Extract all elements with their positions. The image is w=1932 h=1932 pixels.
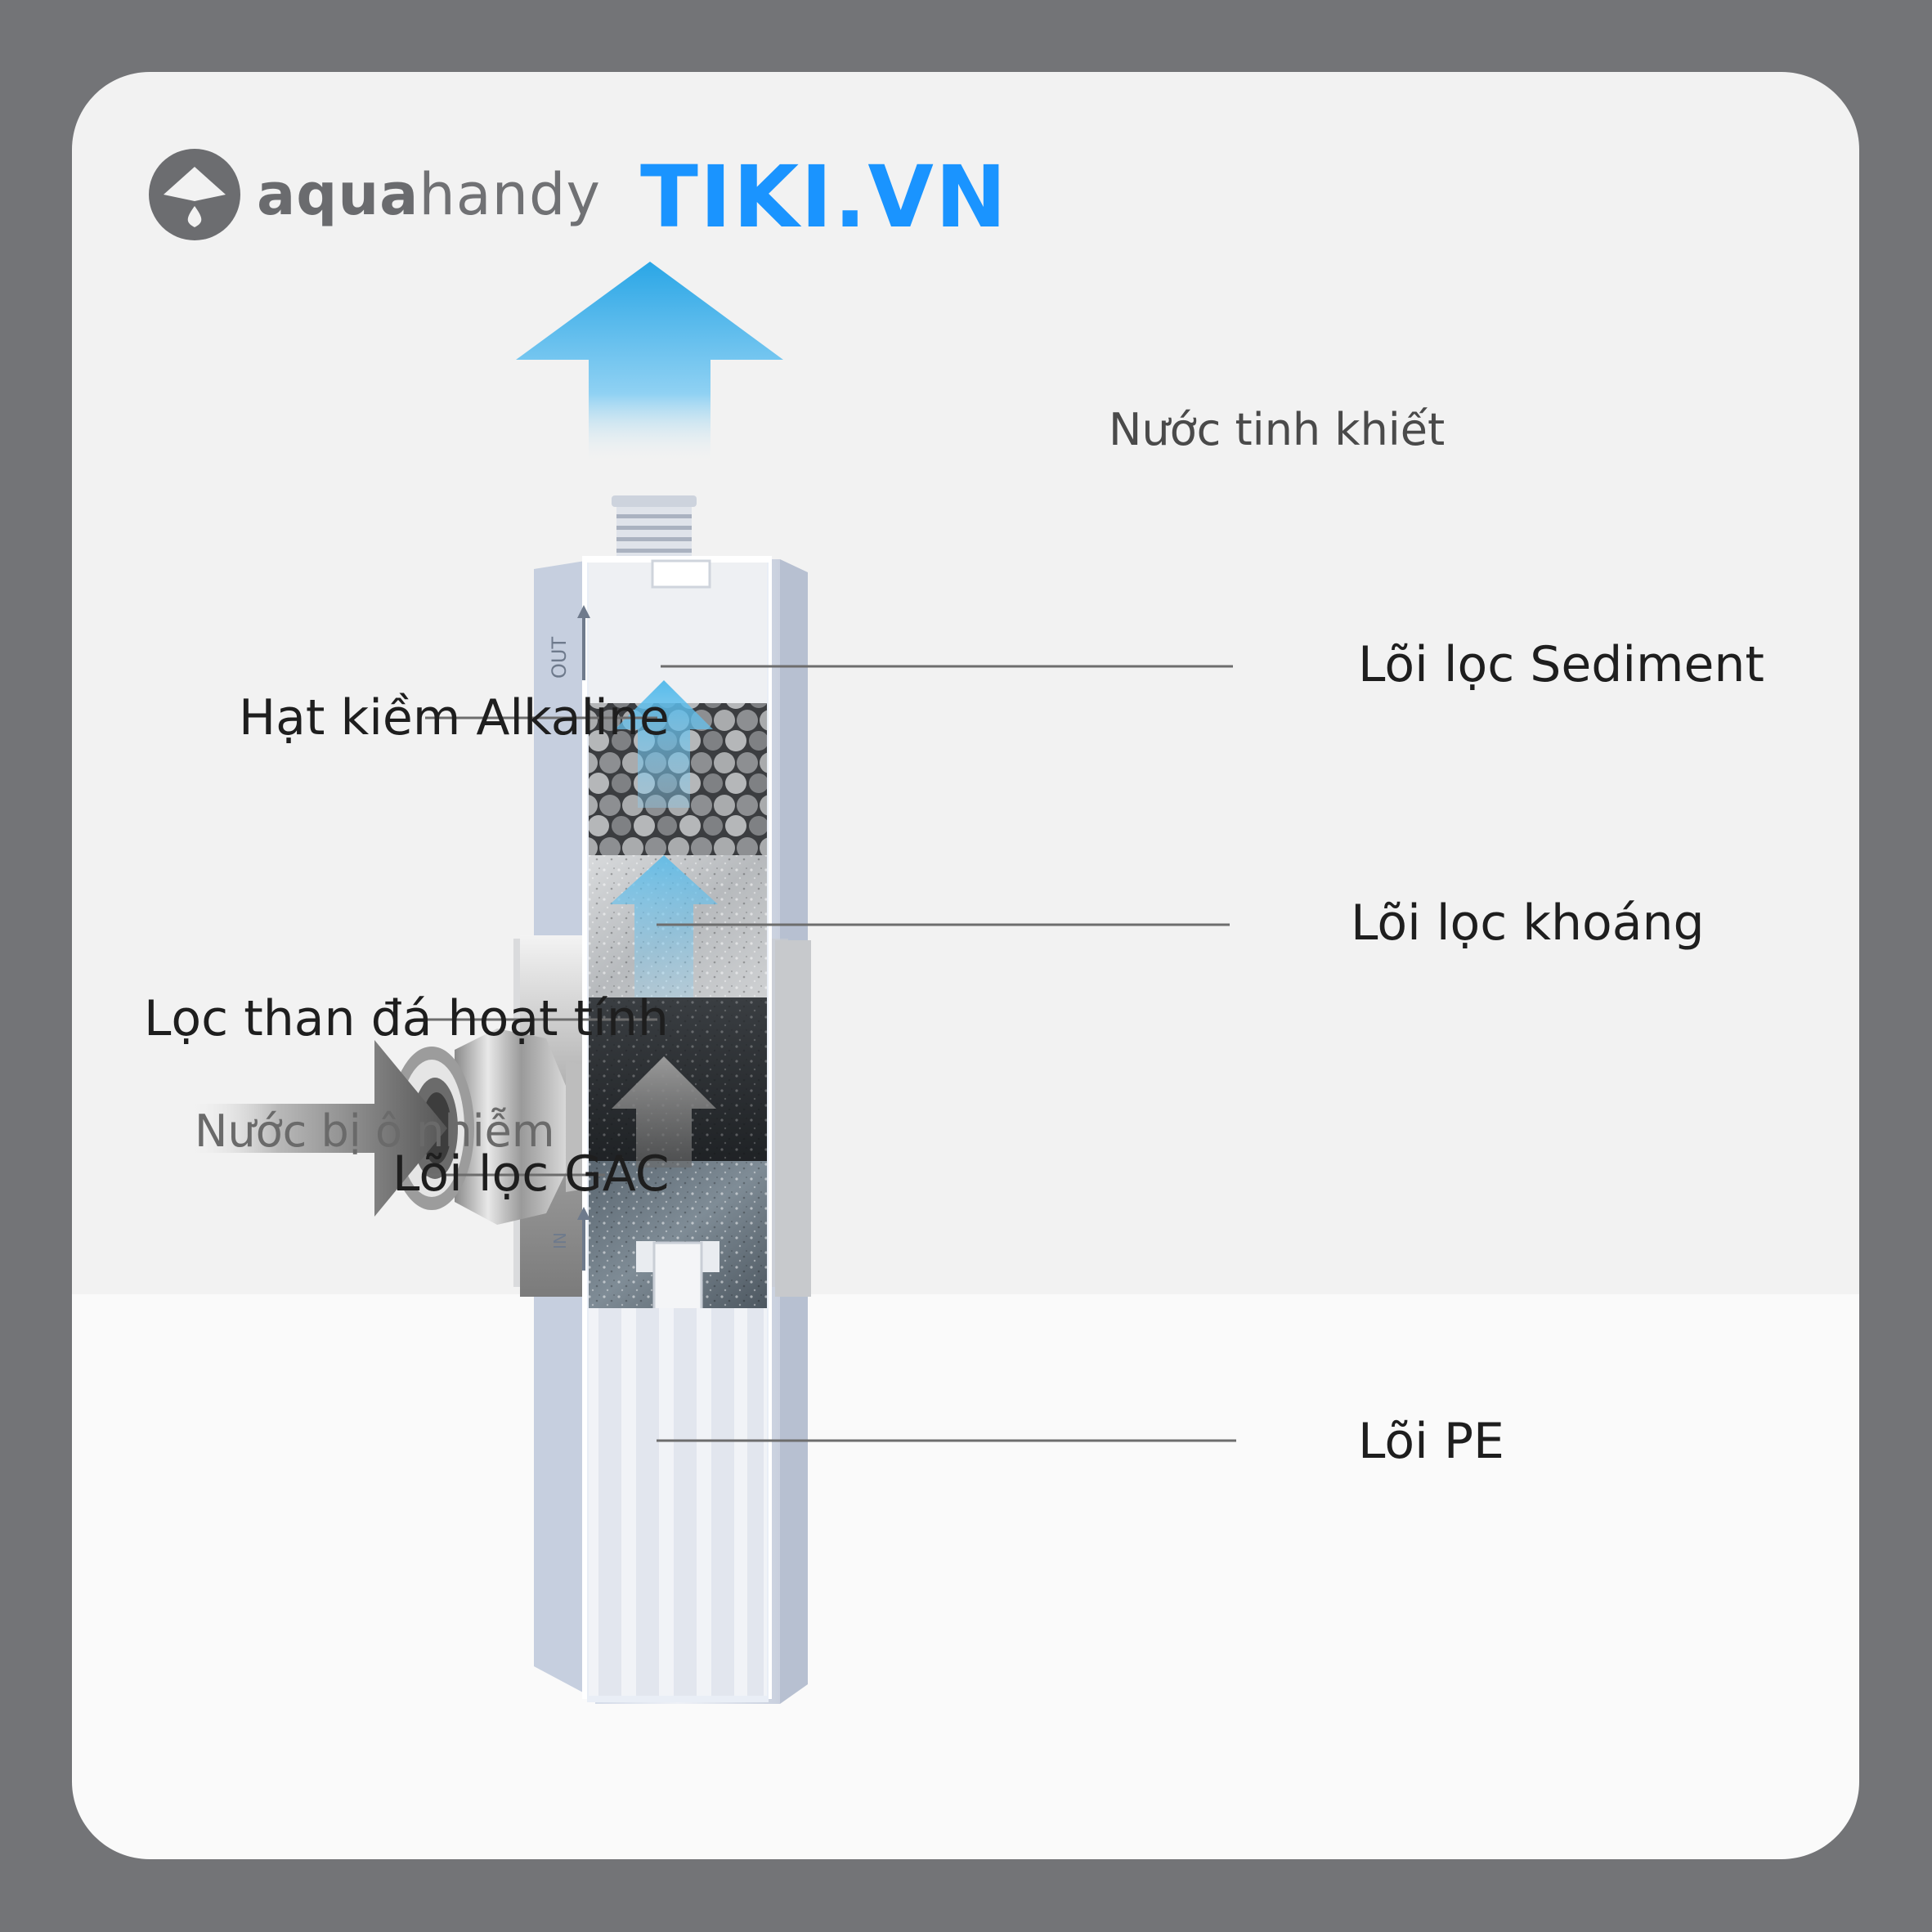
inner-flow-arrow-mid: [610, 855, 718, 997]
in-arrow-icon: [186, 1040, 447, 1217]
in-label: Nước bị ô nhiễm: [195, 1105, 555, 1157]
label-alkaline: Hạt kiềm Alkaline: [239, 689, 670, 746]
in-marking: IN: [550, 1207, 590, 1271]
aquahandy-logo: aquahandy: [147, 147, 601, 242]
out-mark-text: OUT: [548, 637, 571, 679]
out-label: Nước tinh khiết: [1109, 404, 1446, 455]
in-mark-text: IN: [550, 1232, 570, 1249]
label-carbon: Lọc than đá hoạt tính: [144, 990, 669, 1047]
label-gac: Lõi lọc GAC: [392, 1145, 670, 1203]
filter-illustration: OUT IN: [186, 262, 1236, 1704]
leader-lines: [657, 665, 1236, 1442]
label-mineral: Lõi lọc khoáng: [1351, 894, 1705, 952]
label-sediment: Lõi lọc Sediment: [1358, 636, 1764, 693]
aquahandy-drop-icon: [149, 149, 240, 240]
inner-flow-arrow-top: [615, 680, 713, 808]
label-pe: Lõi PE: [1358, 1413, 1504, 1470]
diagram-card: OUT IN: [72, 72, 1859, 1859]
out-arrow-icon: [516, 262, 783, 464]
tiki-logo: TIKI.VN: [640, 147, 1008, 247]
inner-flow-arrow-bottom: [612, 1056, 716, 1168]
out-marking: OUT: [548, 605, 590, 680]
layer-pe: [589, 1308, 767, 1696]
aquahandy-wordmark: aquahandy: [257, 161, 601, 228]
